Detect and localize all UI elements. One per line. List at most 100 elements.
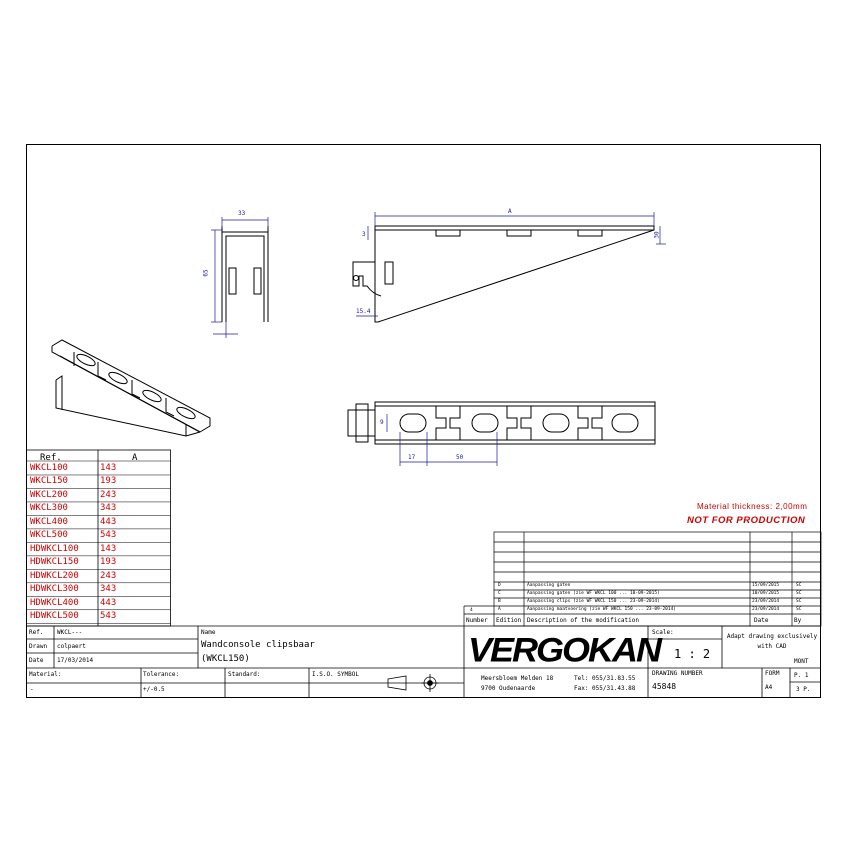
drawn-value: colpaert xyxy=(57,643,86,650)
ref-value: WKCL--- xyxy=(57,629,83,636)
revision-description: Aanpassing gaten (zie WF WKCL 100 ... 10… xyxy=(527,590,660,596)
vergokan-logo: VERGOKAN xyxy=(468,630,662,669)
ref-table-row: HDWKCL400 443 xyxy=(30,596,170,610)
revision-letter: A xyxy=(498,606,501,612)
revision-letter: D xyxy=(498,582,501,588)
name-line1: Wandconsole clipsbaar xyxy=(201,640,315,650)
material-value: - xyxy=(30,686,34,693)
name-line2: (WKCL150) xyxy=(201,654,250,664)
revision-by: SC xyxy=(796,598,802,604)
ref-cell: HDWKCL200 xyxy=(30,570,79,581)
scale-label: Scale: xyxy=(652,629,674,636)
date-label: Date xyxy=(29,657,44,664)
dim-front-width: 33 xyxy=(238,210,246,217)
a-cell: 143 xyxy=(100,543,117,554)
ref-cell: HDWKCL400 xyxy=(30,597,79,608)
ref-cell: WKCL500 xyxy=(30,530,68,541)
drawing-number-label: DRAWING NUMBER xyxy=(652,670,703,677)
ref-cell: WKCL150 xyxy=(30,476,68,487)
standard-label: Standard: xyxy=(228,671,261,678)
drawing-number: 45848 xyxy=(652,682,677,691)
a-cell: 443 xyxy=(100,516,117,527)
dim-top-height: 9 xyxy=(380,419,384,426)
front-view xyxy=(221,226,269,322)
ref-cell: WKCL300 xyxy=(30,503,68,514)
side-view xyxy=(352,225,655,323)
revision-number: 4 xyxy=(470,608,473,613)
header-date: Date xyxy=(754,617,769,624)
dim-top-slot: 50 xyxy=(456,454,464,461)
ref-cell: WKCL400 xyxy=(30,516,68,527)
a-cell: 143 xyxy=(100,463,117,473)
revision-description: Aanpassing gaten xyxy=(527,582,571,588)
top-view xyxy=(347,401,656,445)
revision-by: SC xyxy=(796,590,802,596)
header-number: Number xyxy=(466,617,488,624)
revision-letter: C xyxy=(498,590,501,596)
ref-cell: WKCL100 xyxy=(30,463,68,473)
dim-side-right: 30 xyxy=(653,231,661,239)
ref-table-row: WKCL300 343 xyxy=(30,501,170,515)
adapt-drawing-note: Adapt drawing exclusively with CAD xyxy=(726,633,818,650)
address-line1: Meersbloem Melden 18 xyxy=(481,675,554,682)
form-value: A4 xyxy=(765,684,773,691)
revision-date: 15/09/2015 xyxy=(752,582,780,588)
ref-cell: HDWKCL100 xyxy=(30,543,79,554)
revision-table xyxy=(463,531,822,627)
ref-table-row: WKCL100 143 xyxy=(30,461,170,475)
ref-label: Ref. xyxy=(29,629,44,636)
revision-letter: B xyxy=(498,598,501,604)
scale-value: 1 : 2 xyxy=(674,647,711,661)
a-cell: 243 xyxy=(100,489,117,500)
ref-table-row: HDWKCL200 243 xyxy=(30,569,170,583)
a-cell: 543 xyxy=(100,611,117,622)
not-for-production-note: NOT FOR PRODUCTION xyxy=(687,515,806,526)
ref-cell: HDWKCL150 xyxy=(30,557,79,568)
address-line2: 9700 Oudenaarde xyxy=(481,685,536,692)
dim-side-length: A xyxy=(508,208,512,215)
a-cell: 243 xyxy=(100,570,117,581)
header-by: By xyxy=(794,617,802,624)
a-cell: 193 xyxy=(100,476,117,487)
dim-front-height: 65 xyxy=(202,269,210,277)
revision-by: SC xyxy=(796,582,802,588)
title-block xyxy=(26,625,821,697)
page-count: 3 P. xyxy=(796,686,811,693)
ref-table-row: WKCL400 443 xyxy=(30,515,170,529)
revision-by: SC xyxy=(796,606,802,612)
material-label: Material: xyxy=(29,671,62,678)
isometric-view xyxy=(51,339,211,437)
name-label: Name xyxy=(201,629,216,636)
page-number: P. 1 xyxy=(794,672,809,679)
ref-cell: WKCL200 xyxy=(30,489,68,500)
iso-symbol-label: I.S.O. SYMBOL xyxy=(312,671,359,678)
a-cell: 343 xyxy=(100,584,117,595)
mont-label: MONT xyxy=(794,658,809,665)
a-cell: 543 xyxy=(100,530,117,541)
tolerance-value: +/-0.5 xyxy=(143,686,165,693)
header-edition: Edition xyxy=(496,617,522,624)
a-cell: 193 xyxy=(100,557,117,568)
iso-projection-symbol xyxy=(387,674,439,692)
dim-side-bottom: 15.4 xyxy=(356,308,371,315)
header-description: Description of the modification xyxy=(527,617,639,624)
ref-table-row: WKCL150 193 xyxy=(30,474,170,488)
ref-table-row: HDWKCL150 193 xyxy=(30,555,170,569)
dim-top-left: 17 xyxy=(408,454,416,461)
material-thickness-note: Material thickness: 2,00mm xyxy=(697,502,808,511)
ref-header: Ref. xyxy=(40,453,62,463)
date-value: 17/03/2014 xyxy=(57,657,94,664)
telephone: Tel: 055/31.83.55 xyxy=(574,675,636,682)
revision-description: Aanpassing maatvoering (zie WF WKCL 150 … xyxy=(527,606,677,612)
a-cell: 343 xyxy=(100,503,117,514)
a-header: A xyxy=(132,453,138,463)
revision-date: 23/09/2014 xyxy=(752,598,780,604)
ref-table-row: HDWKCL100 143 xyxy=(30,542,170,556)
a-cell: 443 xyxy=(100,597,117,608)
drawn-label: Drawn xyxy=(29,643,48,650)
revision-date: 23/09/2014 xyxy=(752,606,780,612)
dim-side-top: 3 xyxy=(362,231,366,238)
